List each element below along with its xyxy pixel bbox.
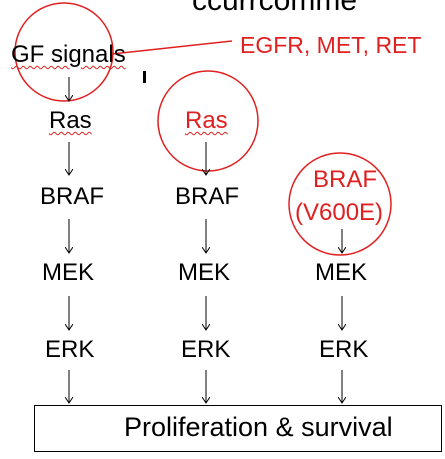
- col2-mek-label: MEK: [178, 259, 231, 286]
- col3-mek-label: MEK: [315, 259, 368, 286]
- gf-signals-circle: [14, 2, 114, 102]
- col2-ras-label: Ras: [185, 109, 228, 133]
- receptor-connector-line: [111, 40, 233, 55]
- gf-signals-text: GF signals: [11, 41, 126, 68]
- col1-erk-label: ERK: [45, 336, 95, 363]
- outcome-label: Proliferation & survival: [124, 412, 393, 442]
- gf-signals-label: GF signals: [11, 43, 126, 67]
- col2-braf-label: BRAF: [175, 183, 240, 210]
- braf-v600e-circle: [288, 152, 392, 256]
- col2-erk-label: ERK: [181, 336, 231, 363]
- col1-ras-text: Ras: [49, 107, 92, 134]
- clipped-title-fragment: ccurrcomme: [192, 0, 358, 17]
- outcome-box: [34, 405, 442, 452]
- col1-braf-label: BRAF: [40, 183, 105, 210]
- col1-mek-label: MEK: [42, 259, 95, 286]
- col3-erk-label: ERK: [319, 336, 369, 363]
- col3-braf-label: BRAF: [313, 166, 378, 193]
- receptors-label: EGFR, MET, RET: [240, 32, 422, 58]
- col1-ras-label: Ras: [49, 109, 92, 133]
- col3-v600e-label: (V600E): [295, 199, 384, 226]
- cursor-mark: [143, 71, 146, 83]
- col2-ras-text: Ras: [185, 107, 228, 134]
